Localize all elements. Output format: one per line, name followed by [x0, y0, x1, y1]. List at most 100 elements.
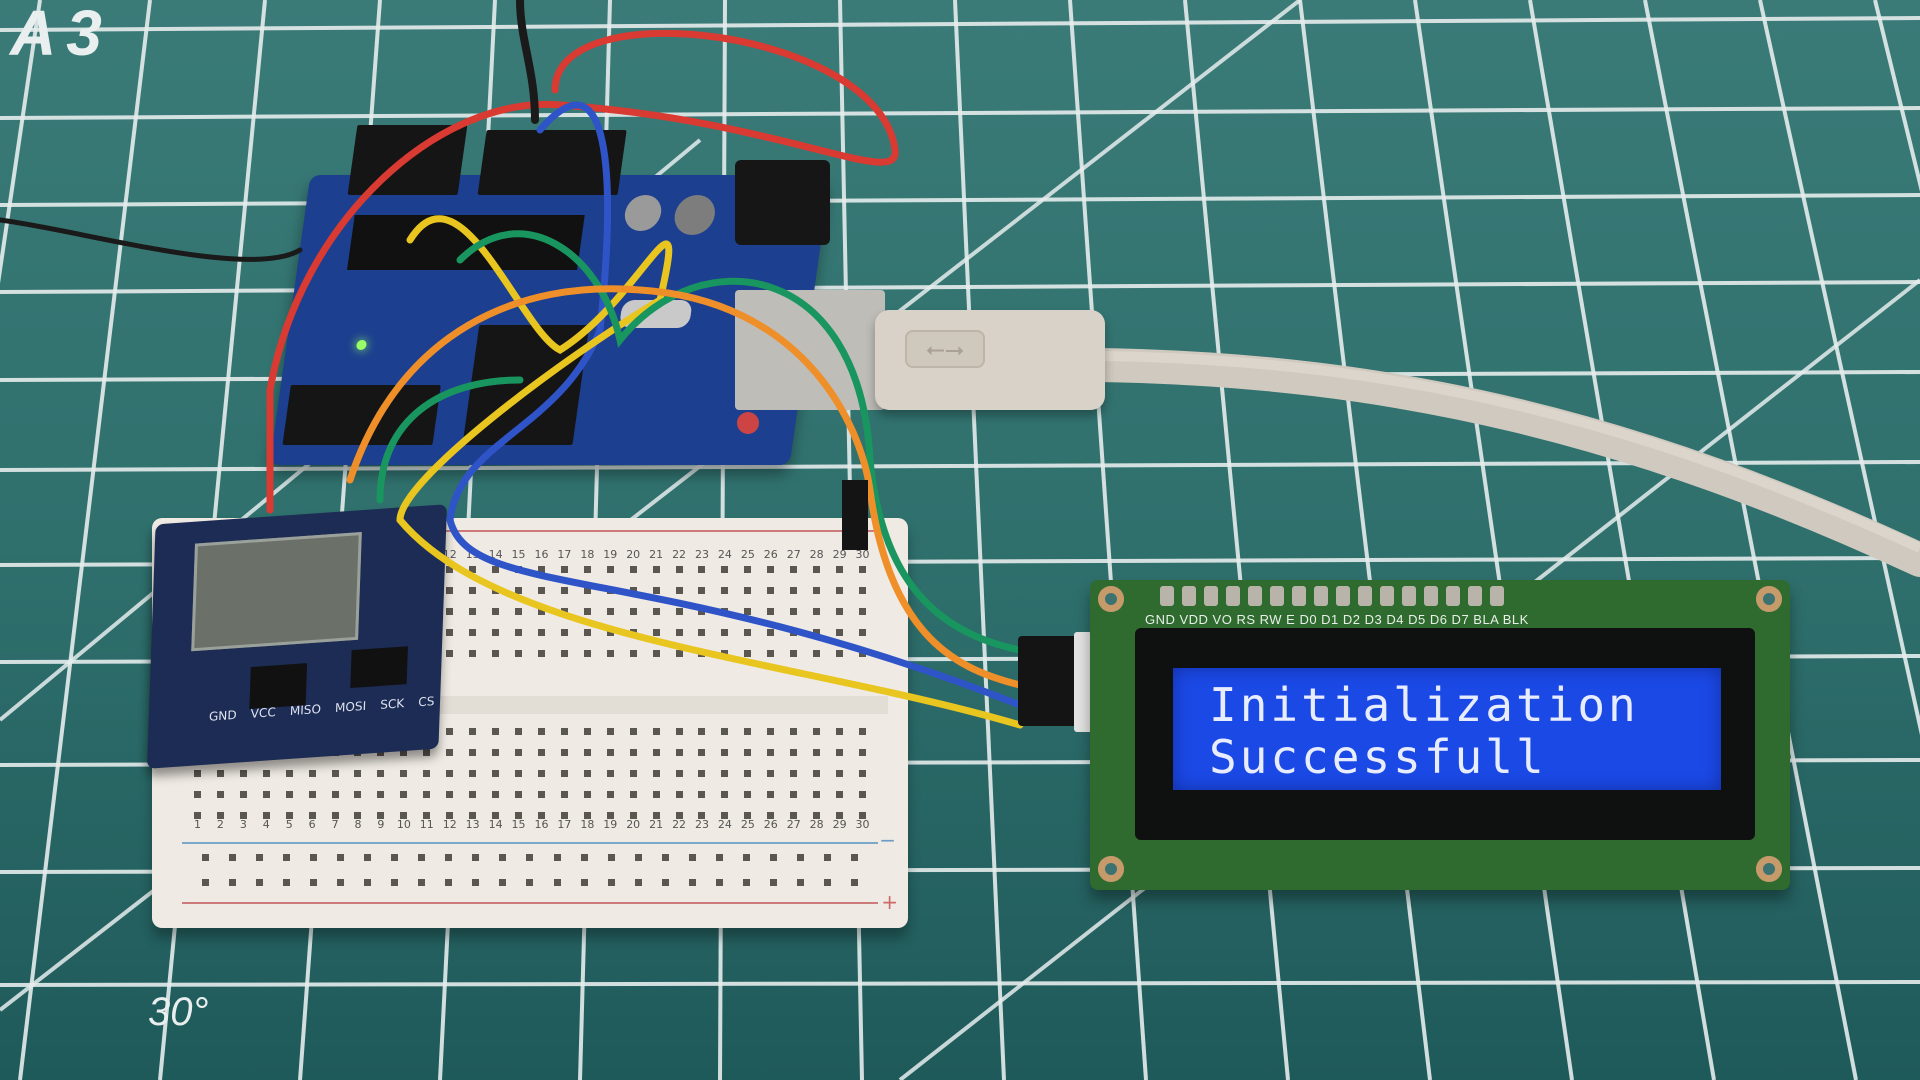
rail-hole — [823, 854, 831, 861]
breadboard-hole — [446, 812, 454, 819]
column-number: 28 — [809, 818, 824, 831]
breadboard-hole — [744, 749, 752, 756]
rail-hole — [823, 879, 831, 886]
breadboard-hole — [721, 587, 729, 594]
breadboard-hole — [193, 770, 201, 777]
breadboard-hole — [446, 566, 454, 573]
rail-hole — [742, 879, 750, 886]
rail-hole — [472, 854, 480, 861]
breadboard-hole — [675, 587, 683, 594]
breadboard-hole — [377, 812, 385, 819]
breadboard-hole — [285, 812, 293, 819]
breadboard-hole — [859, 791, 867, 798]
breadboard-hole — [813, 608, 821, 615]
breadboard-hole — [239, 791, 247, 798]
breadboard-hole — [698, 587, 706, 594]
breadboard-hole — [629, 650, 637, 657]
breadboard-hole — [400, 770, 408, 777]
rail-hole — [850, 879, 858, 886]
breadboard-hole — [721, 749, 729, 756]
breadboard-hole — [767, 608, 775, 615]
rail-hole — [283, 854, 291, 861]
column-number: 20 — [626, 548, 641, 561]
i2c-header-connector — [1018, 636, 1078, 726]
lcd-pin-labels: GND VDD VO RS RW E D0 D1 D2 D3 D4 D5 D6 … — [1145, 612, 1529, 627]
rail-hole — [445, 879, 453, 886]
lcd-line-2: Successfull — [1209, 730, 1547, 784]
rail-hole — [688, 879, 696, 886]
breadboard-hole — [515, 749, 523, 756]
column-number: 27 — [786, 818, 801, 831]
breadboard-hole — [859, 566, 867, 573]
breadboard-hole — [813, 566, 821, 573]
breadboard-hole — [790, 749, 798, 756]
breadboard-hole — [790, 587, 798, 594]
breadboard-hole — [606, 770, 614, 777]
rail-hole — [715, 879, 723, 886]
breadboard-hole — [400, 749, 408, 756]
breadboard-hole — [836, 749, 844, 756]
breadboard-hole — [744, 587, 752, 594]
breadboard-hole — [767, 587, 775, 594]
breadboard-hole — [469, 749, 477, 756]
rail-hole — [607, 879, 615, 886]
column-number: 28 — [809, 548, 824, 561]
breadboard-hole — [744, 629, 752, 636]
lcd-screen: Initialization Successfull — [1173, 668, 1721, 790]
column-number: 20 — [626, 818, 641, 831]
rail-hole — [229, 854, 237, 861]
rail-minus-sign: − — [879, 828, 896, 852]
breadboard-hole — [583, 728, 591, 735]
rail-hole — [526, 854, 534, 861]
column-number: 13 — [465, 818, 480, 831]
mounting-hole — [1756, 856, 1782, 882]
breadboard-hole — [469, 566, 477, 573]
mounting-hole — [1756, 586, 1782, 612]
column-number: 21 — [649, 548, 664, 561]
rail-hole — [580, 854, 588, 861]
breadboard-hole — [721, 812, 729, 819]
breadboard-hole — [308, 770, 316, 777]
breadboard-hole — [629, 770, 637, 777]
breadboard-hole — [813, 587, 821, 594]
rail-hole — [283, 879, 291, 886]
breadboard-hole — [560, 629, 568, 636]
breadboard-hole — [675, 728, 683, 735]
column-number: 6 — [308, 818, 316, 831]
breadboard-hole — [469, 770, 477, 777]
breadboard-hole — [537, 650, 545, 657]
column-number: 12 — [442, 818, 457, 831]
breadboard-hole — [560, 728, 568, 735]
breadboard-hole — [354, 812, 362, 819]
breadboard-hole — [377, 770, 385, 777]
breadboard-hole — [652, 587, 660, 594]
column-number: 26 — [763, 548, 778, 561]
column-number: 9 — [377, 818, 385, 831]
column-number: 1 — [193, 818, 201, 831]
breadboard-hole — [285, 770, 293, 777]
breadboard-hole — [652, 728, 660, 735]
breadboard-hole — [675, 566, 683, 573]
column-number: 23 — [694, 818, 709, 831]
breadboard-hole — [537, 629, 545, 636]
breadboard-hole — [744, 770, 752, 777]
breadboard-hole — [721, 728, 729, 735]
dc-power-jack — [735, 160, 830, 245]
breadboard-hole — [560, 650, 568, 657]
breadboard-hole — [767, 629, 775, 636]
breadboard-hole — [767, 770, 775, 777]
column-number: 5 — [285, 818, 293, 831]
reset-button[interactable] — [737, 412, 759, 434]
breadboard-hole — [675, 608, 683, 615]
breadboard-hole — [560, 812, 568, 819]
breadboard-hole — [469, 728, 477, 735]
breadboard-hole — [836, 770, 844, 777]
breadboard-hole — [308, 791, 316, 798]
rail-hole — [607, 854, 615, 861]
breadboard-hole — [537, 608, 545, 615]
breadboard-hole — [652, 749, 660, 756]
rail-hole — [337, 879, 345, 886]
breadboard-hole — [652, 791, 660, 798]
breadboard-hole — [492, 791, 500, 798]
